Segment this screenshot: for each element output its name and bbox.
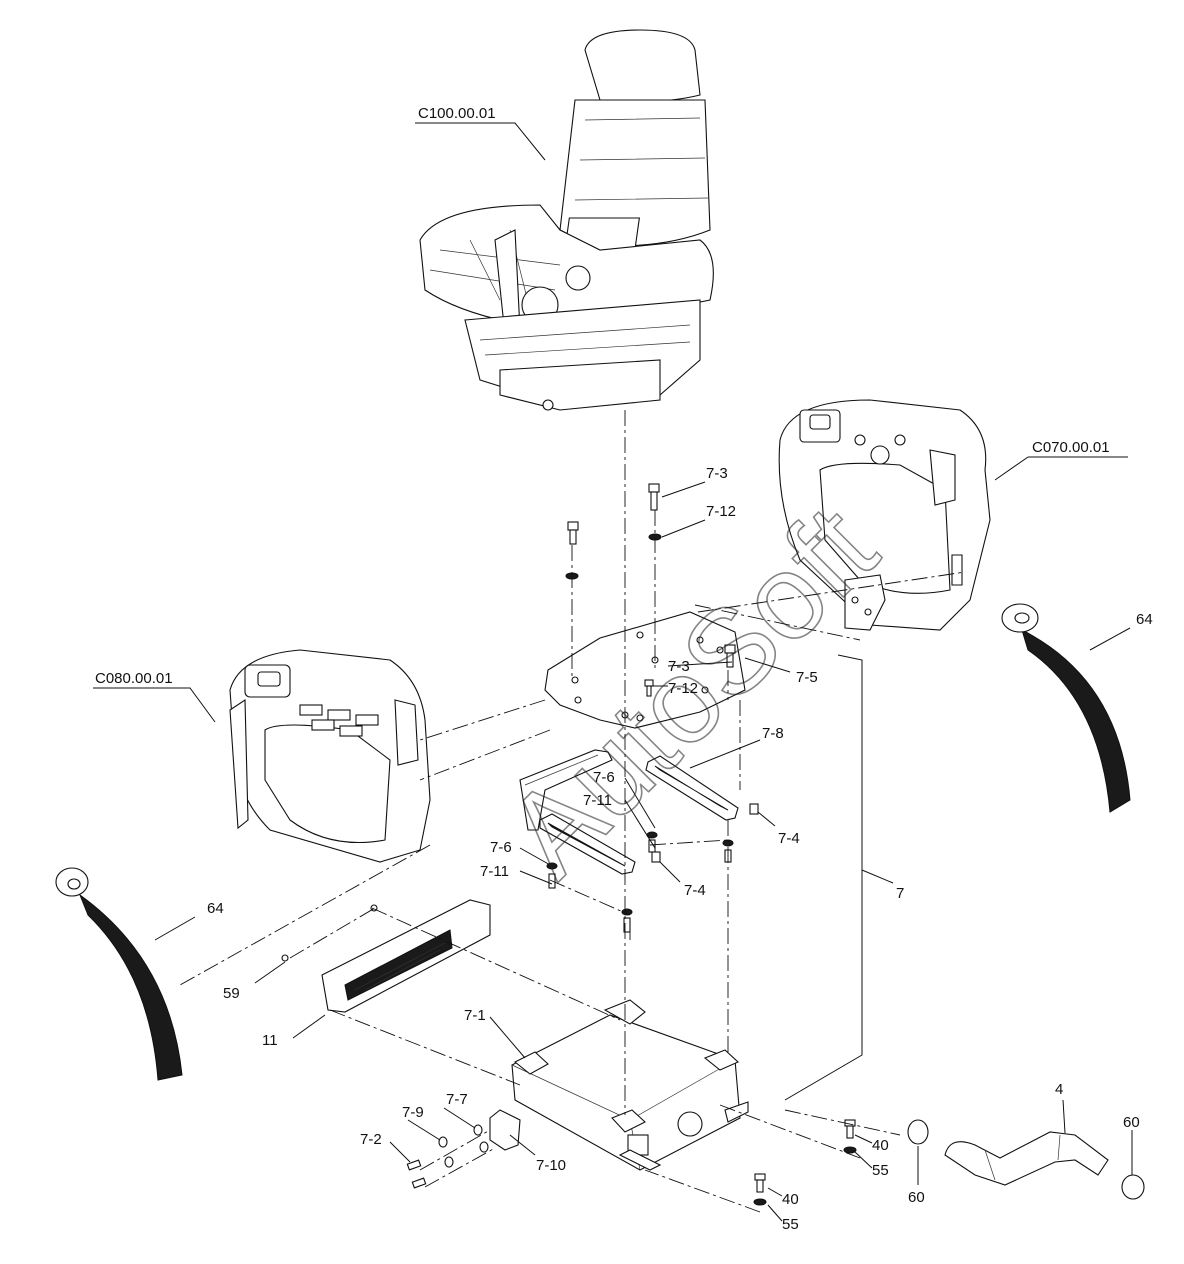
label-64-right: 64 — [1136, 611, 1153, 628]
label-7-3-mid: 7-3 — [668, 658, 690, 675]
bolt-7-3-top[interactable] — [567, 483, 660, 545]
label-7-group: 7 — [896, 885, 904, 902]
label-7-12-mid: 7-12 — [668, 680, 698, 697]
connector-bracket-11[interactable] — [321, 899, 491, 1013]
screw-7-2[interactable] — [406, 1159, 427, 1189]
slide-rail-7-6-lower[interactable] — [539, 813, 636, 875]
label-60-left: 60 — [908, 1189, 925, 1206]
label-7-4-upper: 7-4 — [778, 830, 800, 847]
seat-assembly[interactable] — [419, 29, 714, 411]
assembly-lines — [179, 410, 966, 1213]
label-64-left: 64 — [207, 900, 224, 917]
label-c080-console: C080.00.01 — [95, 670, 173, 687]
label-11: 11 — [262, 1032, 278, 1049]
label-7-11-upper: 7-11 — [583, 792, 612, 809]
label-4: 4 — [1055, 1081, 1063, 1098]
label-7-3-top: 7-3 — [706, 465, 728, 482]
control-box-7-1[interactable] — [511, 999, 749, 1171]
label-59: 59 — [223, 985, 240, 1002]
air-hose-64-left[interactable] — [55, 867, 183, 1081]
left-control-console[interactable] — [229, 649, 431, 863]
label-40-lower: 40 — [782, 1191, 799, 1208]
air-hose-64-right[interactable] — [1001, 603, 1131, 813]
label-55-lower: 55 — [782, 1216, 799, 1233]
label-7-12-top: 7-12 — [706, 503, 736, 520]
label-7-8: 7-8 — [762, 725, 784, 742]
label-40-right: 40 — [872, 1137, 889, 1154]
label-7-4-lower: 7-4 — [684, 882, 706, 899]
label-c100-seat: C100.00.01 — [418, 105, 496, 122]
bolt-7-3-side[interactable] — [644, 644, 736, 697]
label-7-6-lower: 7-6 — [490, 839, 512, 856]
group-7-bracket — [784, 654, 863, 1101]
clip-7-10[interactable] — [489, 1109, 521, 1151]
label-7-7: 7-7 — [446, 1091, 468, 1108]
screw-59[interactable] — [281, 904, 378, 962]
washer-55[interactable] — [753, 1146, 857, 1206]
label-7-11-lower: 7-11 — [480, 863, 509, 880]
slide-rail-7-6-upper[interactable] — [645, 755, 739, 821]
label-7-5: 7-5 — [796, 669, 818, 686]
label-c070-console: C070.00.01 — [1032, 439, 1110, 456]
bolt-40[interactable] — [754, 1119, 856, 1193]
label-7-10: 7-10 — [536, 1157, 566, 1174]
label-7-9: 7-9 — [402, 1104, 424, 1121]
label-7-6-upper: 7-6 — [593, 769, 615, 786]
label-7-2: 7-2 — [360, 1131, 382, 1148]
seat-plate-7-5[interactable] — [544, 611, 746, 729]
washer-7-9[interactable] — [438, 1136, 454, 1168]
slide-frame-7-8[interactable] — [519, 749, 613, 831]
bolt-7-4[interactable] — [651, 803, 759, 863]
label-7-1: 7-1 — [464, 1007, 486, 1024]
washer-7-12-top[interactable] — [565, 533, 662, 580]
label-55-right: 55 — [872, 1162, 889, 1179]
nut-7-7[interactable] — [473, 1124, 489, 1153]
label-60-right: 60 — [1123, 1114, 1140, 1131]
air-duct-4[interactable] — [944, 1131, 1109, 1186]
hose-clamp-60[interactable] — [907, 1119, 1145, 1200]
leader-lines — [93, 122, 1133, 1222]
